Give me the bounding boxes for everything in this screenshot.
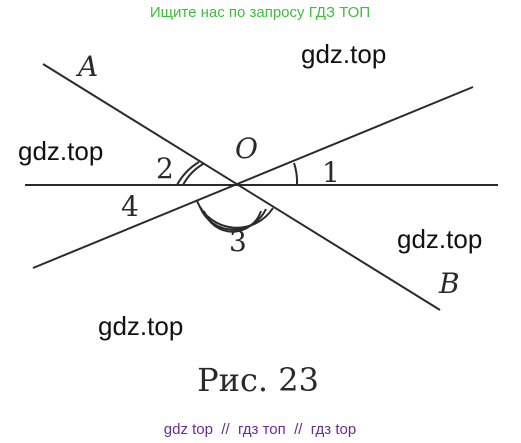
watermark-left: gdz.top	[18, 136, 103, 166]
point-b-label: B	[438, 267, 460, 300]
line-ascending	[32, 86, 474, 269]
top-banner: Ищите нас по запросу ГДЗ ТОП	[150, 4, 370, 21]
lines	[25, 63, 498, 311]
angle-3-label: 3	[229, 225, 247, 258]
angle-1-label: 1	[322, 156, 340, 189]
angle-2-arc-inner	[182, 163, 204, 186]
watermark-bottom-left: gdz.top	[98, 311, 183, 341]
point-a-label: A	[75, 50, 98, 83]
angle-2-arc-outer	[176, 161, 200, 186]
angle-2-label: 2	[156, 152, 174, 185]
angle-3-arc-3	[203, 210, 262, 233]
angle-4-label: 4	[121, 190, 139, 223]
figure-caption: Рис. 23	[197, 361, 319, 399]
point-o-label: O	[235, 132, 258, 165]
watermark-right: gdz.top	[397, 224, 482, 254]
angle-1-arc	[293, 162, 299, 186]
line-ab	[42, 63, 441, 311]
watermark-top-right: gdz.top	[301, 39, 386, 69]
footer-links: gdz top // гдз топ // гдз top	[164, 421, 356, 438]
angle-3-arc-1	[196, 200, 274, 229]
